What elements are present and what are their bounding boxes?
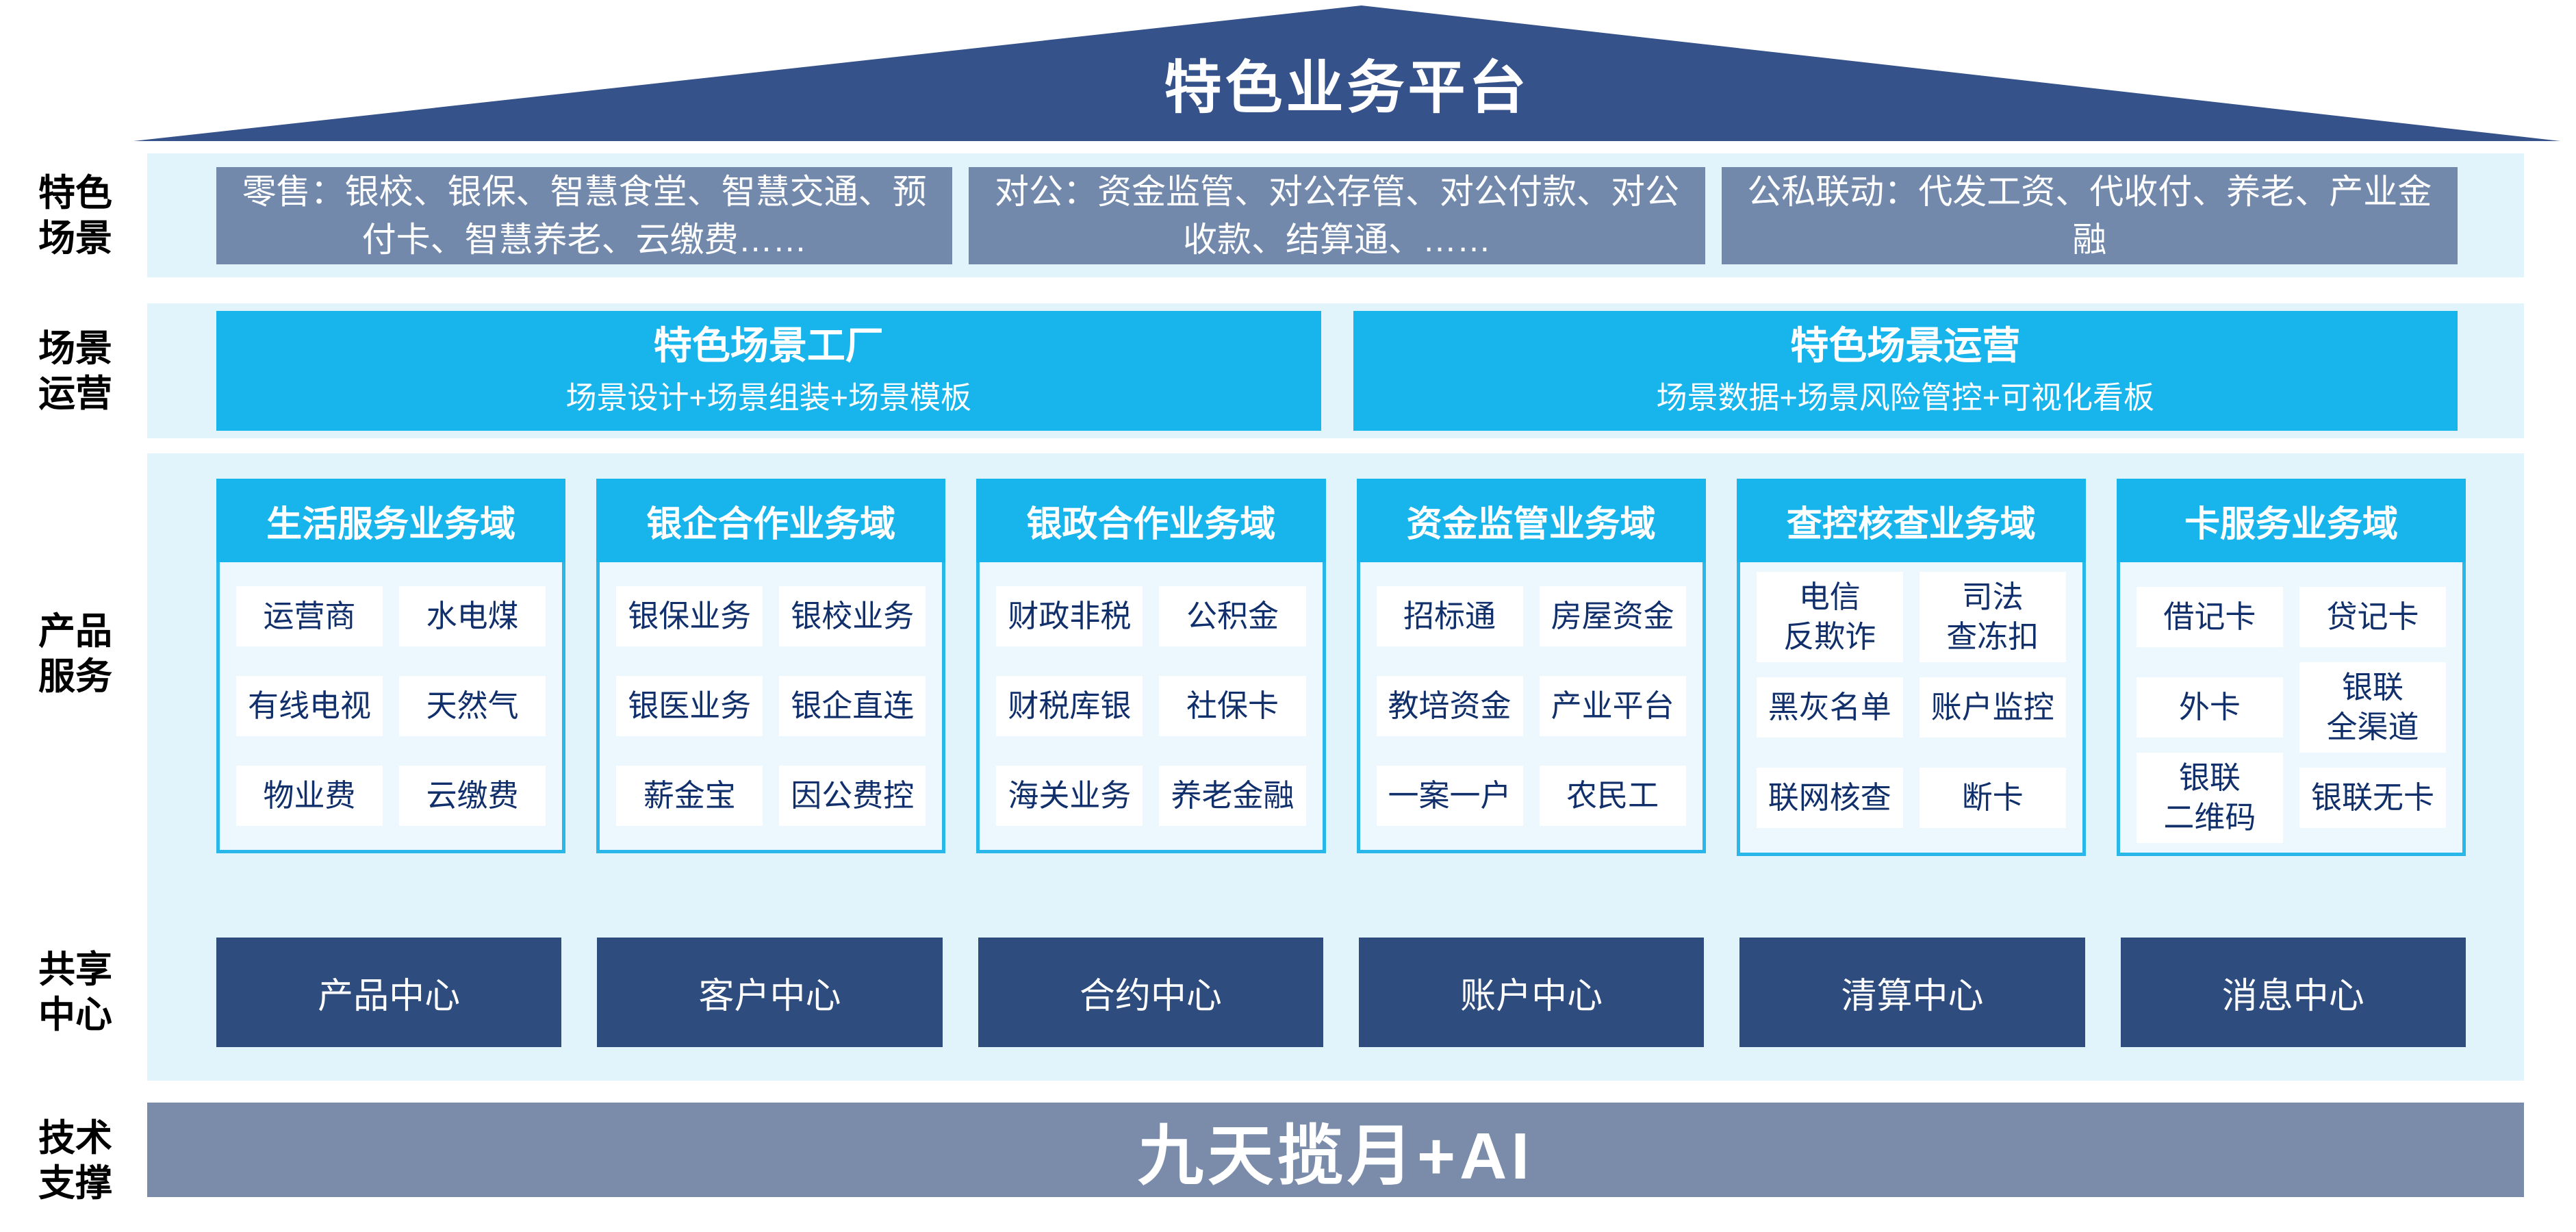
center-box-clearing: 清算中心 — [1739, 938, 2085, 1047]
domain-body: 招标通 房屋资金 教培资金 产业平台 一案一户 农民工 — [1356, 562, 1706, 853]
product-cell: 水电煤 — [399, 586, 546, 647]
product-cell: 财政非税 — [996, 586, 1143, 647]
product-cell: 账户监控 — [1919, 677, 2066, 738]
center-box-product: 产品中心 — [216, 938, 562, 1047]
side-label-share: 共享 中心 — [38, 949, 112, 1035]
product-cell: 银联 全渠道 — [2299, 662, 2447, 753]
domain-life-services: 生活服务业务域 运营商 水电煤 有线电视 天然气 物业费 云缴费 — [216, 479, 566, 853]
scene-box-public-private: 公私联动：代发工资、代收付、养老、产业金融 — [1721, 166, 2458, 264]
center-box-customer: 客户中心 — [597, 938, 943, 1047]
side-label-tech: 技术 支撑 — [38, 1118, 112, 1204]
side-label-product: 产品 服务 — [38, 611, 112, 697]
domain-bank-government: 银政合作业务域 财政非税 公积金 财税库银 社保卡 海关业务 养老金融 — [976, 479, 1326, 853]
product-cell: 招标通 — [1376, 586, 1523, 647]
product-cell: 外卡 — [2136, 677, 2283, 738]
product-cell: 财税库银 — [996, 675, 1143, 736]
product-cell: 运营商 — [236, 586, 383, 647]
product-cell: 房屋资金 — [1539, 586, 1686, 647]
scene-box-corporate: 对公：资金监管、对公存管、对公付款、对公收款、结算通、…… — [969, 166, 1705, 264]
operation-band: 特色场景工厂 场景设计+场景组装+场景模板 特色场景运营 场景数据+场景风险管控… — [147, 303, 2524, 438]
product-cell: 教培资金 — [1376, 675, 1523, 736]
domain-fund-supervision: 资金监管业务域 招标通 房屋资金 教培资金 产业平台 一案一户 农民工 — [1356, 479, 1706, 853]
tech-bar: 九天揽月+AI — [147, 1103, 2524, 1197]
product-cell: 借记卡 — [2136, 587, 2283, 647]
domain-header: 资金监管业务域 — [1356, 479, 1706, 562]
domain-inquiry-verification: 查控核查业务域 电信 反欺诈 司法 查冻扣 黑灰名单 账户监控 联网核查 断卡 — [1736, 479, 2086, 856]
domain-header: 卡服务业务域 — [2116, 479, 2466, 562]
center-box-contract: 合约中心 — [978, 938, 1323, 1047]
product-cell: 因公费控 — [779, 765, 926, 826]
product-cell: 养老金融 — [1159, 765, 1306, 826]
domain-header: 银企合作业务域 — [596, 479, 946, 562]
product-cell: 贷记卡 — [2299, 587, 2447, 647]
product-cell: 薪金宝 — [616, 765, 763, 826]
product-cell: 银保业务 — [616, 586, 763, 647]
domain-body: 财政非税 公积金 财税库银 社保卡 海关业务 养老金融 — [976, 562, 1326, 853]
product-cell: 农民工 — [1539, 765, 1686, 826]
product-cell: 社保卡 — [1159, 675, 1306, 736]
scene-box-retail: 零售：银校、银保、智慧食堂、智慧交通、预付卡、智慧养老、云缴费…… — [216, 166, 953, 264]
product-cell: 物业费 — [236, 765, 383, 826]
product-cell: 司法 查冻扣 — [1919, 572, 2066, 662]
product-cell: 产业平台 — [1539, 675, 1686, 736]
scene-band: 零售：银校、银保、智慧食堂、智慧交通、预付卡、智慧养老、云缴费…… 对公：资金监… — [147, 153, 2524, 277]
page-title: 特色业务平台 — [1164, 55, 1530, 120]
product-cell: 银企直连 — [779, 675, 926, 736]
domain-body: 电信 反欺诈 司法 查冻扣 黑灰名单 账户监控 联网核查 断卡 — [1736, 562, 2086, 856]
product-cell: 联网核查 — [1756, 768, 1903, 828]
product-cell: 银医业务 — [616, 675, 763, 736]
domain-card-services: 卡服务业务域 借记卡 贷记卡 外卡 银联 全渠道 银联 二维码 银联无卡 — [2116, 479, 2466, 856]
side-label-scene: 特色 场景 — [38, 172, 112, 259]
center-box-message: 消息中心 — [2120, 938, 2466, 1047]
product-cell: 电信 反欺诈 — [1756, 572, 1903, 662]
domain-bank-enterprise: 银企合作业务域 银保业务 银校业务 银医业务 银企直连 薪金宝 因公费控 — [596, 479, 946, 853]
domain-header: 生活服务业务域 — [216, 479, 566, 562]
scene-operation-title: 特色场景运营 — [1790, 324, 2021, 367]
domain-columns: 生活服务业务域 运营商 水电煤 有线电视 天然气 物业费 云缴费 银企合作业务域… — [216, 479, 2466, 856]
product-cell: 海关业务 — [996, 765, 1143, 826]
domain-body: 银保业务 银校业务 银医业务 银企直连 薪金宝 因公费控 — [596, 562, 946, 853]
product-cell: 银联无卡 — [2299, 768, 2447, 828]
domain-header: 银政合作业务域 — [976, 479, 1326, 562]
domain-body: 运营商 水电煤 有线电视 天然气 物业费 云缴费 — [216, 562, 566, 853]
product-cell: 银联 二维码 — [2136, 753, 2283, 843]
product-cell: 公积金 — [1159, 586, 1306, 647]
scene-factory-box: 特色场景工厂 场景设计+场景组装+场景模板 — [216, 311, 1321, 431]
product-cell: 断卡 — [1919, 768, 2066, 828]
scene-factory-subtitle: 场景设计+场景组装+场景模板 — [565, 379, 972, 415]
product-cell: 云缴费 — [399, 765, 546, 826]
product-cell: 黑灰名单 — [1756, 677, 1903, 738]
scene-factory-title: 特色场景工厂 — [653, 324, 884, 367]
share-band: 产品中心 客户中心 合约中心 账户中心 清算中心 消息中心 — [147, 904, 2524, 1081]
product-cell: 银校业务 — [779, 586, 926, 647]
product-cell: 有线电视 — [236, 675, 383, 736]
product-band: 生活服务业务域 运营商 水电煤 有线电视 天然气 物业费 云缴费 银企合作业务域… — [147, 453, 2524, 922]
scene-operation-box: 特色场景运营 场景数据+场景风险管控+可视化看板 — [1353, 311, 2458, 431]
tech-bar-text: 九天揽月+AI — [1137, 1119, 1534, 1193]
product-cell: 天然气 — [399, 675, 546, 736]
side-label-operation: 场景 运营 — [38, 327, 112, 414]
domain-body: 借记卡 贷记卡 外卡 银联 全渠道 银联 二维码 银联无卡 — [2116, 562, 2466, 856]
scene-operation-subtitle: 场景数据+场景风险管控+可视化看板 — [1656, 379, 2155, 415]
product-cell: 一案一户 — [1376, 765, 1523, 826]
center-box-account: 账户中心 — [1358, 938, 1705, 1047]
domain-header: 查控核查业务域 — [1736, 479, 2086, 562]
